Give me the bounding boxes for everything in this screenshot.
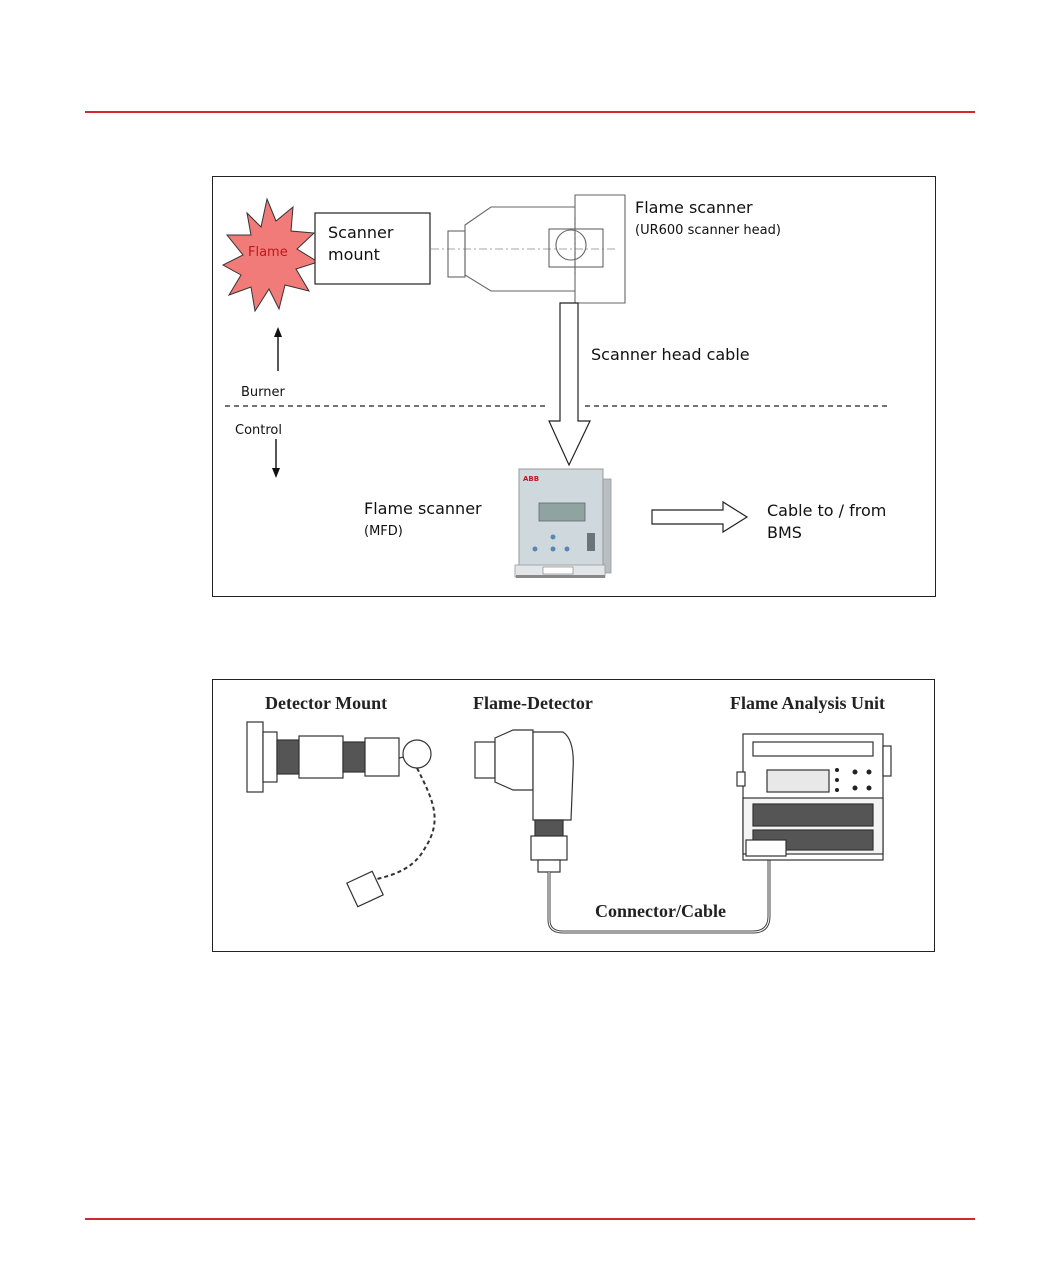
- flame-analysis-unit-icon: [737, 734, 891, 860]
- mfd-device-icon: [515, 469, 611, 578]
- diagram1-graphics: [213, 177, 937, 598]
- scanner-mount-label-line1: Scanner: [328, 223, 393, 242]
- flame-detector-icon: [475, 730, 573, 872]
- scanner-head-cable-label: Scanner head cable: [591, 345, 750, 364]
- connector-cable-label: Connector/Cable: [593, 901, 728, 922]
- flame-detector-diagram: Detector Mount Flame-Detector Flame Anal…: [212, 679, 935, 952]
- bottom-rule: [85, 1218, 975, 1220]
- flame-detector-label: Flame-Detector: [473, 693, 593, 714]
- flame-scanner-title: Flame scanner: [635, 198, 753, 217]
- burner-label: Burner: [241, 385, 285, 400]
- scanner-cable-arrow: [549, 303, 590, 465]
- scanner-mount-label-line2: mount: [328, 245, 380, 264]
- control-label: Control: [235, 423, 282, 438]
- flame-analysis-unit-label: Flame Analysis Unit: [730, 693, 885, 714]
- bms-label-line2: BMS: [767, 523, 802, 542]
- bms-label-line1: Cable to / from: [767, 501, 886, 520]
- diagram2-graphics: [213, 680, 936, 953]
- device-brand-logo: ABB: [523, 475, 539, 483]
- top-rule: [85, 111, 975, 113]
- mfd-subtitle: (MFD): [364, 524, 403, 539]
- flame-scanner-subtitle: (UR600 scanner head): [635, 223, 781, 238]
- flame-label: Flame: [248, 245, 288, 260]
- bms-cable-arrow: [652, 502, 747, 532]
- detector-mount-icon: [247, 722, 435, 907]
- detector-mount-label: Detector Mount: [265, 693, 387, 714]
- flame-scanner-diagram: Flame Scanner mount Flame scanner (UR600…: [212, 176, 936, 597]
- mfd-title: Flame scanner: [364, 499, 482, 518]
